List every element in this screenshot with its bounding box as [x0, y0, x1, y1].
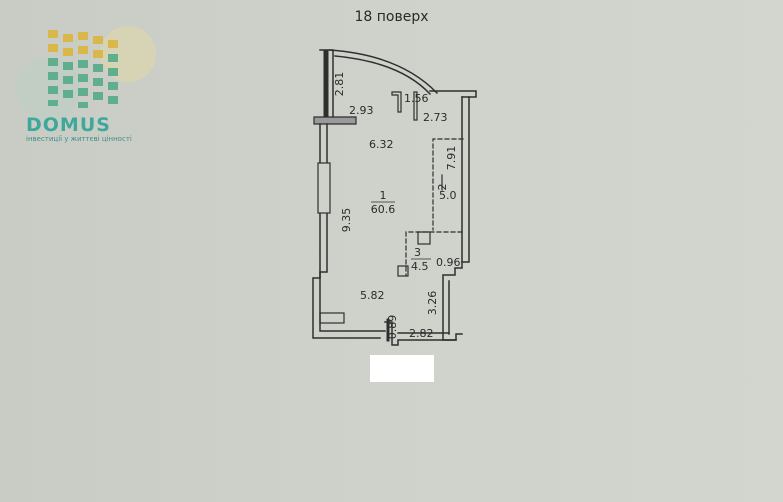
floor-title: 18 поверх [354, 9, 429, 25]
dimension-label: 2.93 [349, 104, 374, 117]
wall-left-main [312, 123, 381, 339]
dimension-label: 2.81 [333, 72, 346, 97]
room-number: 1 [380, 189, 387, 202]
dimension-label: 7.91 [445, 146, 458, 171]
room-area: 4.5 [411, 260, 429, 273]
partition-balcony [313, 116, 357, 125]
window-left [317, 162, 331, 214]
building-logo-icon [16, 26, 156, 121]
dimension-label: 5.82 [360, 289, 385, 302]
logo-brand: DOMUS [26, 114, 111, 136]
bathroom-dashed [432, 138, 464, 231]
wall-left-main-inner [319, 123, 386, 332]
closet-wall-1 [391, 91, 402, 113]
wall-right-inner [461, 96, 470, 263]
balcony-arc-inner [334, 55, 432, 96]
balcony-arc [329, 49, 439, 95]
dimension-label: 6.32 [369, 138, 394, 151]
domus-logo [8, 14, 168, 144]
room-area: 5.0 [439, 189, 457, 202]
room3-dashed [405, 231, 463, 276]
dimension-label: 2.73 [423, 111, 448, 124]
fixture-corner [319, 312, 345, 324]
shaft-block-1 [417, 231, 431, 245]
closet-wall-2 [413, 91, 418, 121]
dimension-label: 1.56 [404, 92, 429, 105]
wall-right [442, 96, 463, 341]
logo-tagline: інвестиції у життєві цінності [26, 135, 132, 143]
dimension-label: 9.35 [340, 208, 353, 233]
room-area: 60.6 [371, 203, 396, 216]
dimension-label: 0.89 [386, 315, 399, 340]
wall-bottom [384, 321, 463, 346]
shaft-block-2 [397, 265, 409, 277]
dimension-label: 2.82 [409, 327, 434, 340]
dimension-label: 3.26 [426, 291, 439, 316]
room-number: 2 [436, 184, 449, 191]
room-number: 3 [414, 246, 421, 259]
redaction-box [370, 355, 434, 382]
dimension-label: 0.96 [436, 256, 461, 269]
